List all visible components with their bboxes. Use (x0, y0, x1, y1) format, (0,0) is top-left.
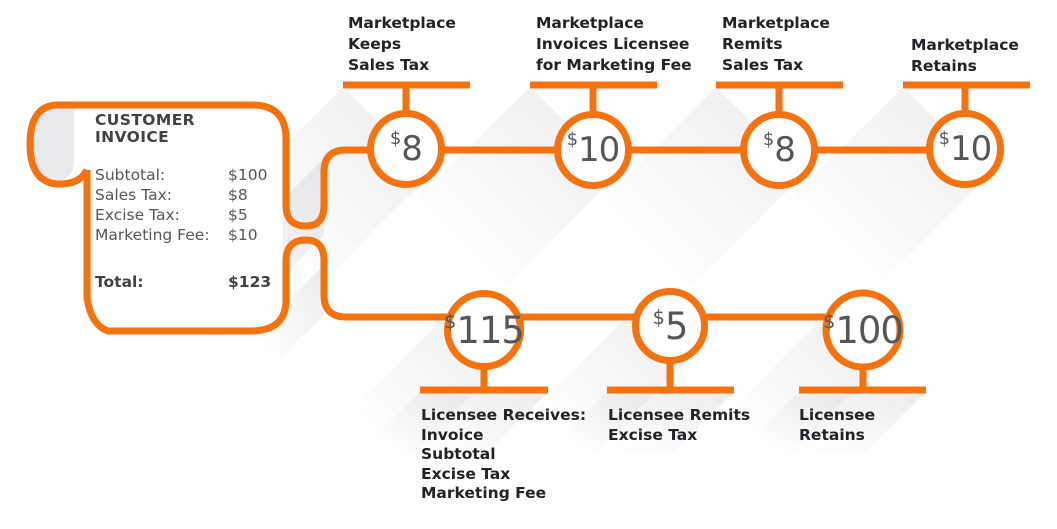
invoice-page-curl (33, 107, 74, 181)
shadow-wedge (360, 392, 548, 452)
shadow-wedge (739, 392, 926, 452)
amount-value: 115 (456, 308, 525, 352)
amount-marketplace-remits: $8 (729, 126, 829, 174)
label-marketplace-retains: Marketplace Retains (911, 36, 1019, 75)
invoice-line-item: Subtotal: $100 (95, 166, 275, 186)
amount-value: 8 (401, 129, 423, 169)
item-value: $100 (228, 166, 268, 184)
item-value: $10 (228, 226, 258, 244)
invoice-title: CUSTOMER INVOICE (95, 111, 196, 146)
invoice-line-items: Subtotal: $100 Sales Tax: $8 Excise Tax:… (95, 166, 275, 246)
currency-symbol: $ (390, 129, 401, 149)
node-marketplace-retains (926, 110, 1004, 188)
item-value: $5 (228, 206, 248, 224)
invoice-total-row: Total: $123 (95, 273, 275, 293)
amount-value: 5 (664, 304, 689, 348)
amount-marketplace-keeps: $8 (356, 125, 456, 173)
amount-value: 8 (774, 130, 796, 170)
currency-symbol: $ (444, 310, 456, 333)
amount-licensee-remits: $5 (620, 302, 720, 350)
node-marketplace-invoices-licensee (554, 111, 632, 189)
label-licensee-receives: Licensee Receives: Invoice Subtotal Exci… (421, 406, 587, 502)
label-marketplace-keeps-sales-tax: Marketplace Keeps Sales Tax (348, 14, 456, 74)
amount-licensee-retains: $100 (813, 306, 913, 354)
invoice-page (33, 108, 283, 328)
item-label: Sales Tax: (95, 186, 172, 204)
currency-symbol: $ (566, 130, 578, 150)
amount-value: 100 (835, 308, 904, 352)
callout-stems (402, 85, 969, 390)
item-label: Marketing Fee: (95, 226, 210, 244)
item-value: $8 (228, 186, 248, 204)
amount-marketplace-retains: $10 (915, 125, 1015, 173)
total-value: $123 (228, 273, 272, 291)
invoice-line-item: Marketing Fee: $10 (95, 226, 275, 246)
total-label: Total: (95, 273, 144, 291)
amount-value: 10 (949, 129, 992, 169)
amount-value: 10 (577, 130, 620, 170)
currency-symbol: $ (823, 310, 835, 333)
invoice-curl-outline (26, 101, 91, 188)
currency-symbol: $ (763, 130, 774, 150)
currency-symbol: $ (938, 129, 950, 149)
item-label: Subtotal: (95, 166, 166, 184)
node-licensee-receives (444, 290, 524, 370)
shadow-wedge (547, 392, 734, 452)
label-licensee-retains: Licensee Retains (799, 406, 876, 444)
node-licensee-remits-excise-tax (632, 288, 708, 364)
shadow-wedge (254, 265, 324, 385)
item-label: Excise Tax: (95, 206, 180, 224)
amount-licensee-receives: $115 (434, 306, 534, 354)
label-marketplace-invoices-licensee: Marketplace Invoices Licensee for Market… (536, 14, 692, 74)
amount-marketplace-invoices: $10 (543, 126, 643, 174)
invoice-line-item: Sales Tax: $8 (95, 186, 275, 206)
label-licensee-remits-excise-tax: Licensee Remits Excise Tax (608, 406, 751, 444)
invoice-outline-top-and-upper-branch (56, 101, 965, 230)
node-marketplace-keeps-sales-tax (367, 110, 445, 188)
node-marketplace-remits-sales-tax (740, 111, 818, 189)
currency-symbol: $ (652, 306, 665, 329)
label-marketplace-remits-sales-tax: Marketplace Remits Sales Tax (722, 14, 830, 74)
invoice-line-item: Excise Tax: $5 (95, 206, 275, 226)
invoice-outline-bottom-and-lower-branch (83, 170, 863, 335)
node-licensee-retains (822, 289, 904, 371)
